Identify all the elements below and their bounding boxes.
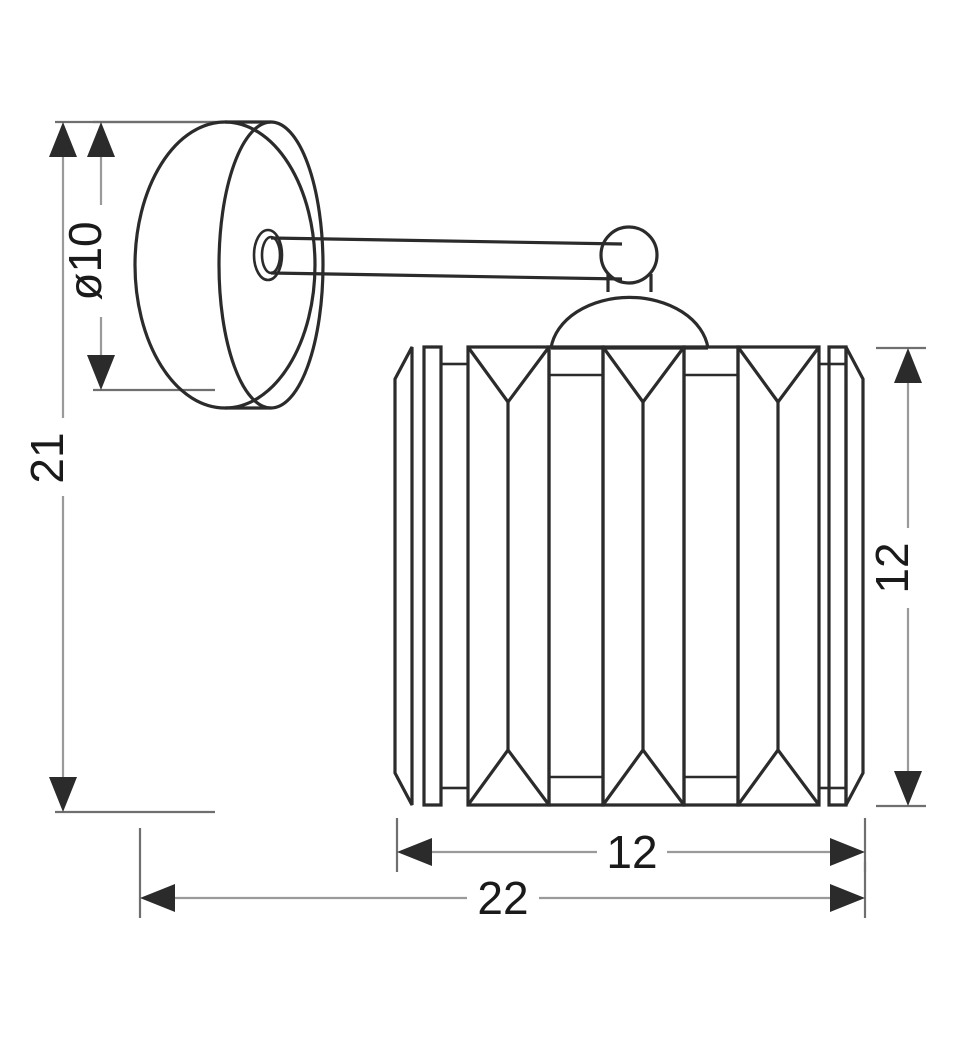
shade-flat-panel-a bbox=[547, 345, 605, 807]
dome-arc bbox=[549, 295, 710, 349]
plate-front-face bbox=[133, 120, 317, 410]
shade-outer-right-panel bbox=[844, 346, 865, 806]
lamp-shade bbox=[393, 345, 865, 807]
shade-right-inner-rib bbox=[817, 362, 848, 790]
plate-back-face bbox=[217, 120, 325, 410]
dome-cap bbox=[549, 295, 710, 350]
text-mask-right12 bbox=[879, 528, 939, 608]
shade-facet-2-bottom-v bbox=[601, 747, 686, 806]
dimension-label-total-depth: 22 bbox=[477, 872, 528, 924]
dimension-total-height: 21 bbox=[21, 120, 255, 814]
ball-joint bbox=[599, 225, 659, 292]
shade-left-inner-rib bbox=[439, 362, 470, 790]
shade-left-wrap-panel bbox=[422, 345, 443, 807]
arm-top-edge bbox=[270, 236, 623, 246]
text-mask-22 bbox=[467, 864, 539, 932]
dimension-shade-width: 12 bbox=[395, 818, 867, 886]
shade-facet-3-bottom-v bbox=[736, 747, 821, 806]
shade-outer-left-panel bbox=[393, 346, 414, 806]
arrow-right-22 bbox=[830, 884, 865, 912]
text-mask-bottom12 bbox=[597, 818, 667, 886]
dimension-plate-diameter: ø10 bbox=[59, 120, 255, 392]
arrow-down-right12 bbox=[894, 771, 922, 806]
shade-facet-2-top-v bbox=[601, 346, 686, 405]
shade-facet-1-bottom-v bbox=[466, 747, 551, 806]
dimension-label-shade-height: 12 bbox=[866, 542, 918, 593]
dimension-shade-height: 12 bbox=[866, 346, 939, 808]
dimension-label-shade-width: 12 bbox=[606, 826, 657, 878]
shade-right-wrap-panel bbox=[827, 345, 848, 807]
arrow-down-21 bbox=[49, 777, 77, 812]
dimension-label-plate-diameter: ø10 bbox=[59, 221, 111, 300]
shade-facet-1-top-v bbox=[466, 346, 551, 405]
plate-arm-boss-inner bbox=[260, 235, 282, 275]
text-mask-21 bbox=[34, 418, 94, 496]
shade-flat-panel-b bbox=[682, 345, 740, 807]
support-arm bbox=[270, 236, 623, 281]
arrow-up-d10 bbox=[87, 122, 115, 157]
arrow-down-d10 bbox=[87, 355, 115, 390]
arrow-left-22 bbox=[140, 884, 175, 912]
arrow-left-bottom12 bbox=[397, 838, 432, 866]
dimension-total-depth: 22 bbox=[138, 828, 867, 932]
plate-arm-boss-outer bbox=[252, 228, 284, 282]
arrow-up-right12 bbox=[894, 348, 922, 383]
arrow-up-21 bbox=[49, 122, 77, 157]
arm-bottom-edge bbox=[270, 271, 623, 281]
arrow-right-bottom12 bbox=[830, 838, 865, 866]
text-mask-d10 bbox=[72, 205, 132, 317]
ball-joint-circle bbox=[599, 225, 659, 285]
wall-mount-plate bbox=[133, 120, 325, 410]
dimension-label-total-height: 21 bbox=[21, 432, 73, 483]
shade-facet-3-top-v bbox=[736, 346, 821, 405]
